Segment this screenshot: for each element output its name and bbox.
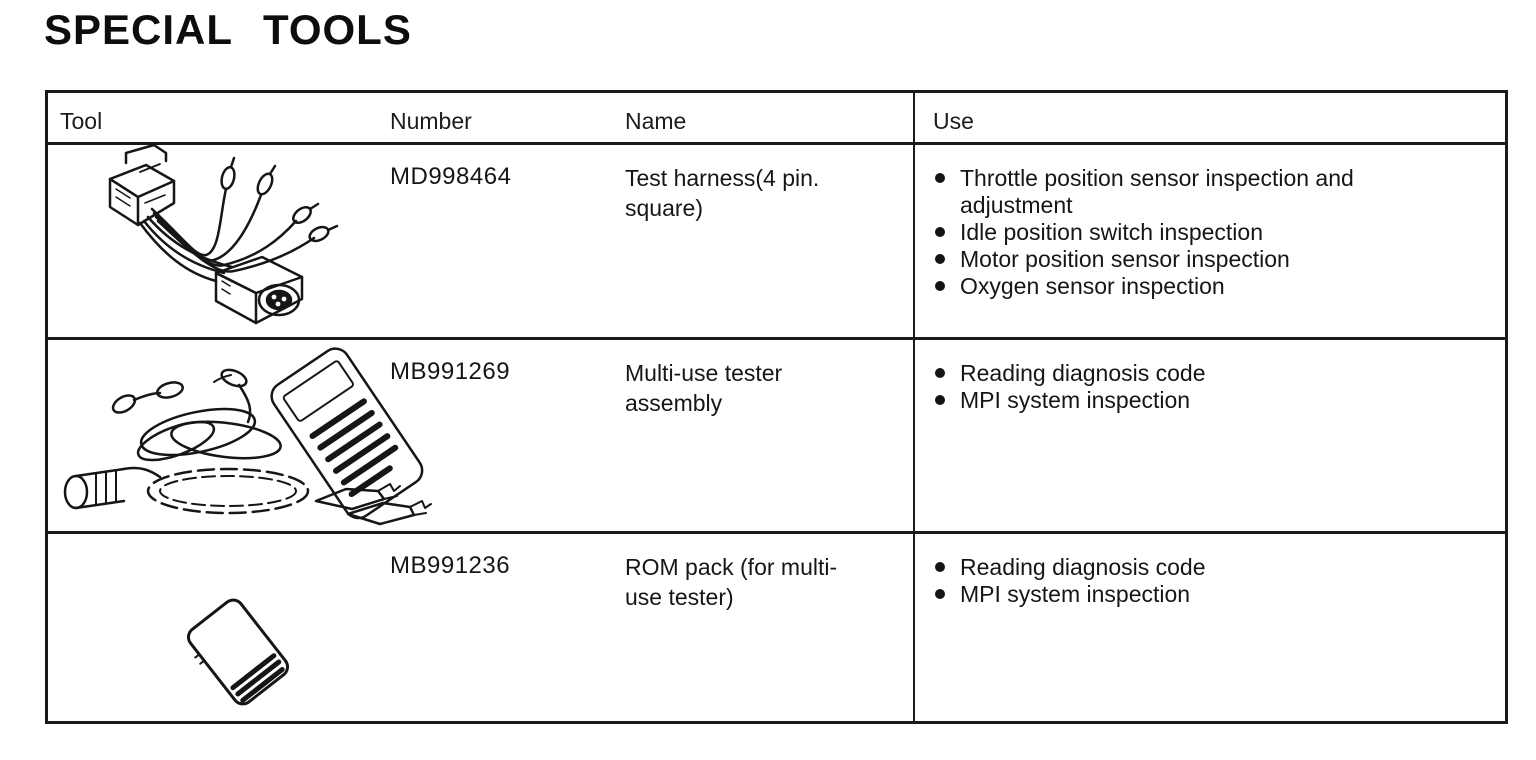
bullet-icon	[935, 254, 945, 264]
rom-pack-illustration	[186, 598, 290, 706]
tool-image-cell	[48, 143, 378, 337]
use-item: MPI system inspection	[933, 387, 1495, 414]
bullet-icon	[935, 562, 945, 572]
table-header-row: Tool Number Name Use	[48, 93, 1505, 145]
bullet-icon	[935, 281, 945, 291]
bullet-icon	[935, 589, 945, 599]
multi-use-tester-illustration	[63, 347, 432, 526]
tool-use-list: Reading diagnosis code MPI system inspec…	[913, 340, 1505, 531]
table-row: MB991236 ROM pack (for multi-use tester)…	[48, 534, 1505, 721]
bullet-icon	[935, 173, 945, 183]
use-item: Reading diagnosis code	[933, 554, 1495, 581]
table-row: MB991269 Multi-use tester assembly Readi…	[48, 340, 1505, 534]
tool-image-cell	[48, 340, 432, 531]
column-header-tool: Tool	[60, 108, 103, 134]
use-item: MPI system inspection	[933, 581, 1495, 608]
use-item: Reading diagnosis code	[933, 360, 1495, 387]
special-tools-table: Tool Number Name Use	[45, 90, 1508, 724]
use-item: Throttle position sensor inspection and …	[933, 165, 1495, 219]
use-item: Oxygen sensor inspection	[933, 273, 1495, 300]
use-item: Idle position switch inspection	[933, 219, 1495, 246]
tool-number: MD998464	[390, 163, 512, 190]
table-row: MD998464 Test harness(4 pin. square) Thr…	[48, 143, 1505, 340]
bullet-icon	[935, 368, 945, 378]
tool-number: MB991236	[390, 552, 511, 579]
tool-image-cell	[48, 534, 378, 721]
column-header-name: Name	[625, 108, 687, 134]
page-title: SPECIAL TOOLS	[44, 6, 412, 53]
tool-name: ROM pack (for multi-use tester)	[625, 554, 838, 610]
bullet-icon	[935, 227, 945, 237]
tool-use-list: Throttle position sensor inspection and …	[913, 145, 1505, 337]
use-item: Motor position sensor inspection	[933, 246, 1495, 273]
bullet-icon	[935, 395, 945, 405]
tool-number: MB991269	[390, 358, 511, 385]
test-harness-illustration	[108, 143, 339, 325]
column-header-use: Use	[913, 93, 1505, 142]
tool-name: Test harness(4 pin. square)	[625, 165, 820, 221]
column-header-number: Number	[390, 108, 472, 134]
tool-name: Multi-use tester assembly	[625, 360, 783, 416]
tool-use-list: Reading diagnosis code MPI system inspec…	[913, 534, 1505, 721]
